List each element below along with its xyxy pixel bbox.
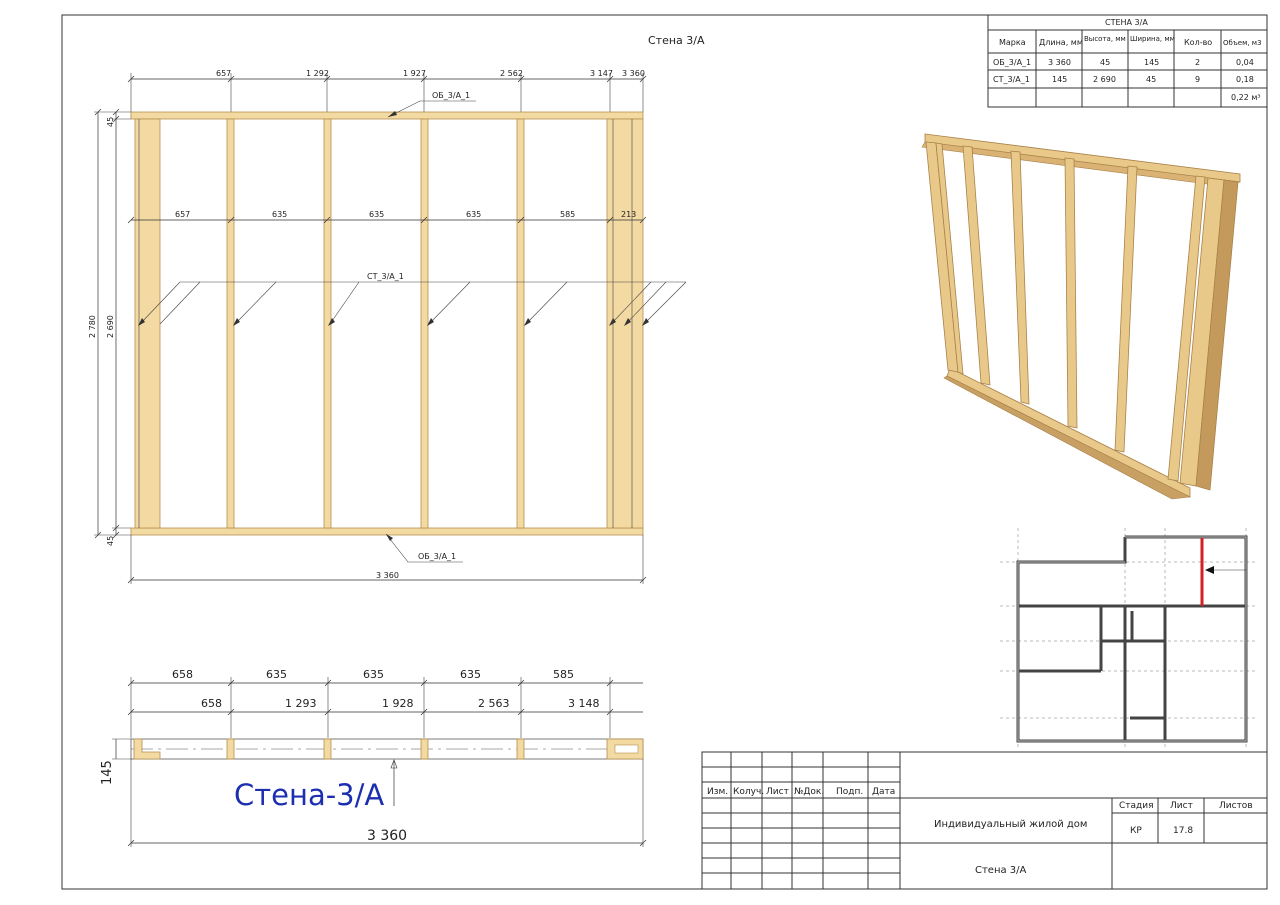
plan-spacing-5: 585: [553, 668, 574, 681]
spec-r1-mark: ОБ_3/А_1: [993, 58, 1031, 67]
plan-spacing-3: 635: [363, 668, 384, 681]
top-dim-1: 657: [216, 69, 231, 78]
spec-r1-width: 145: [1144, 58, 1159, 67]
top-dim-6: 3 360: [622, 69, 645, 78]
total-length-elevation: 3 360: [376, 571, 399, 580]
leader-top-plate: ОБ_3/А_1: [432, 91, 470, 100]
top-dim-4: 2 562: [500, 69, 523, 78]
height-outer: 2 780: [88, 315, 97, 338]
wall-3d-view: [921, 133, 1241, 500]
plate-bottom-dim: 45: [106, 536, 115, 546]
mid-dim-1: 657: [175, 210, 190, 219]
spec-r1-volume: 0,04: [1236, 58, 1254, 67]
tb-col-podp: Подп.: [836, 787, 863, 797]
stud: [226, 118, 235, 529]
plan-spacing-1: 658: [172, 668, 193, 681]
spec-r1-qty: 2: [1195, 58, 1200, 67]
plan-spacing-4: 635: [460, 668, 481, 681]
tb-stage-label: Стадия: [1119, 801, 1154, 811]
tb-sheet: 17.8: [1173, 826, 1193, 836]
tb-col-izm: Изм.: [707, 787, 728, 797]
title-block: Изм. Колуч. Лист №Док. Подп. Дата Индиви…: [701, 751, 1268, 890]
plan-cumulative-4: 2 563: [478, 697, 510, 710]
height-inner: 2 690: [106, 315, 115, 338]
spec-header-volume: Объем, м3: [1223, 39, 1262, 47]
mid-dim-5: 585: [560, 210, 575, 219]
leader-studs: СТ_3/А_1: [367, 272, 404, 281]
spec-header-qty: Кол-во: [1184, 38, 1212, 47]
spec-r2-volume: 0,18: [1236, 75, 1254, 84]
plan-cumulative-5: 3 148: [568, 697, 600, 710]
spec-header-width: Ширина, мм: [1130, 35, 1175, 43]
spec-r2-mark: СТ_3/А_1: [993, 75, 1030, 84]
sheet-frame: [61, 14, 1268, 890]
bottom-plate: [130, 527, 644, 536]
top-dim-5: 3 147: [590, 69, 613, 78]
spec-total: 0,22 м³: [1231, 93, 1261, 102]
plan-cumulative-3: 1 928: [382, 697, 414, 710]
top-dim-2: 1 292: [306, 69, 329, 78]
tb-sheets-label: Листов: [1219, 801, 1253, 811]
spec-title: СТЕНА 3/А: [1105, 18, 1148, 27]
plan-cumulative-1: 658: [201, 697, 222, 710]
plan-spacing-2: 635: [266, 668, 287, 681]
top-plate: [130, 111, 644, 120]
view-arrow-icon: [1205, 566, 1214, 574]
plan-cumulative-2: 1 293: [285, 697, 317, 710]
plan-wall-label: Стена-3/А: [234, 778, 384, 812]
wall-elevation: 657 1 292 1 927 2 562 3 147 3 360 ОБ_3/А…: [88, 69, 687, 584]
tb-sheet-label: Лист: [1170, 801, 1193, 811]
mid-dim-6: 213: [621, 210, 636, 219]
tb-col-koluch: Колуч.: [733, 787, 764, 797]
tb-project: Индивидуальный жилой дом: [934, 819, 1087, 830]
top-dim-3: 1 927: [403, 69, 426, 78]
spec-header-mark: Марка: [999, 38, 1026, 47]
plan-thickness: 145: [100, 760, 115, 785]
spec-r2-height: 2 690: [1093, 75, 1116, 84]
tb-col-data: Дата: [872, 787, 895, 797]
tb-col-list: Лист: [766, 787, 789, 797]
tb-col-ndok: №Док.: [794, 787, 824, 797]
spec-header-height: Высота, мм: [1084, 35, 1126, 43]
spec-r2-length: 145: [1052, 75, 1067, 84]
leader-bottom-plate: ОБ_3/А_1: [418, 552, 456, 561]
tb-sheet-name: Стена 3/А: [975, 865, 1027, 876]
wall-plan: 658 635 635 635 585 658 1 293 1 928 2 56…: [100, 668, 647, 847]
mid-dim-3: 635: [369, 210, 384, 219]
stud: [516, 118, 525, 529]
key-plan: [1000, 528, 1256, 748]
spec-table: СТЕНА 3/А Марка Длина, мм Высота, мм Шир…: [987, 14, 1268, 108]
spec-r1-length: 3 360: [1048, 58, 1071, 67]
plate-top-dim: 45: [106, 117, 115, 127]
spec-r2-width: 45: [1146, 75, 1156, 84]
spec-r2-qty: 9: [1195, 75, 1200, 84]
mid-dim-2: 635: [272, 210, 287, 219]
stud: [420, 118, 429, 529]
spec-r1-height: 45: [1100, 58, 1110, 67]
spec-header-length: Длина, мм: [1039, 38, 1083, 47]
plan-total-length: 3 360: [367, 828, 407, 844]
mid-dim-4: 635: [466, 210, 481, 219]
tb-stage: КР: [1130, 826, 1142, 836]
drawing-title: Стена 3/А: [648, 34, 705, 47]
